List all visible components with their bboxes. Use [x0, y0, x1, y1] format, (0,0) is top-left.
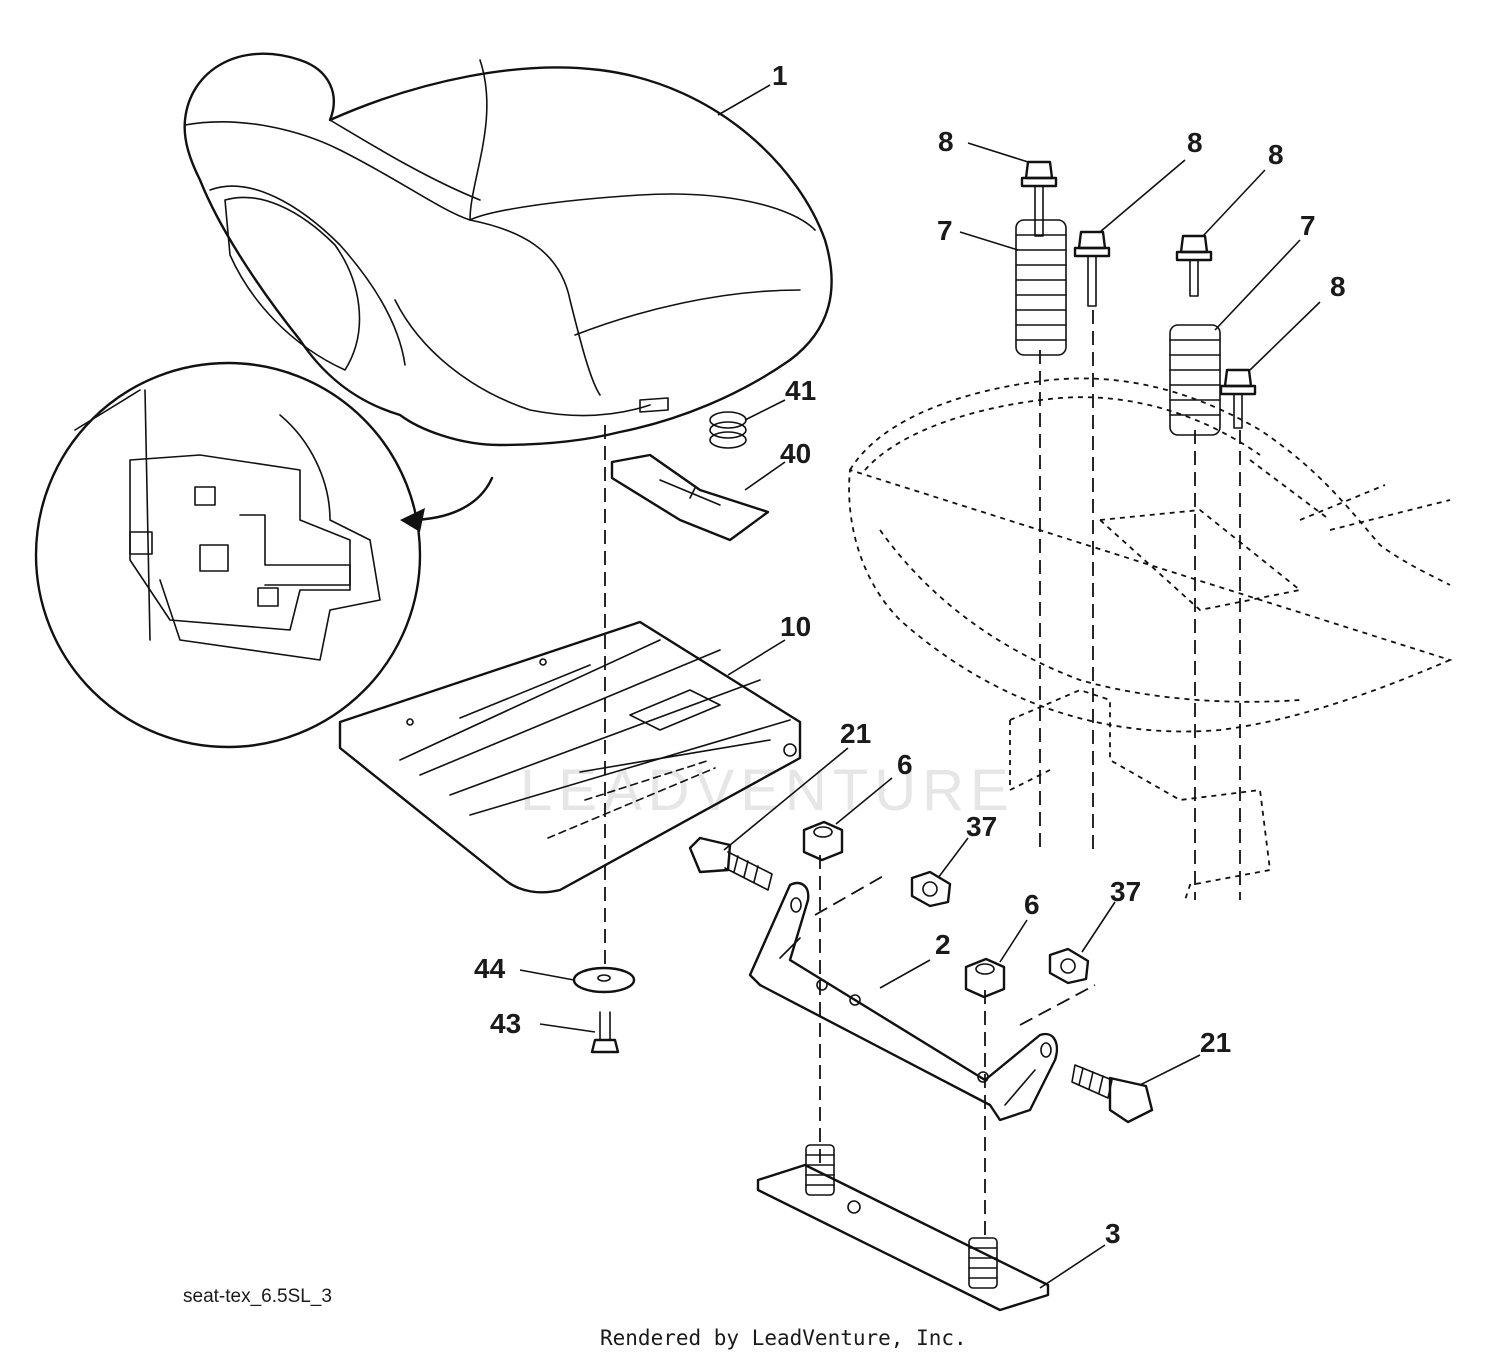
tractor-frame-outline — [848, 377, 1453, 901]
callout-43: 43 — [490, 1008, 521, 1039]
callout-1: 1 — [772, 60, 788, 91]
callout-10: 10 — [780, 611, 811, 642]
callout-2: 2 — [935, 929, 951, 960]
detail-inset — [34, 361, 422, 749]
flange-nut-6-b — [964, 957, 1006, 999]
callout-3: 3 — [1105, 1218, 1121, 1249]
callout-8-a: 8 — [938, 126, 954, 157]
callout-21-a: 21 — [840, 718, 871, 749]
bolt-8-a — [1020, 160, 1058, 237]
centerline-bolts — [814, 874, 1096, 1026]
bolt-8-d — [1219, 368, 1257, 429]
callout-8-b: 8 — [1187, 127, 1203, 158]
callout-7-b: 7 — [1300, 210, 1316, 241]
washer-44 — [572, 966, 636, 994]
hex-nut-37-b — [1048, 947, 1090, 985]
small-spring-illustration — [709, 411, 747, 449]
callout-37-a: 37 — [966, 811, 997, 842]
drawing-code: seat-tex_6.5SL_3 — [183, 1286, 332, 1307]
screw-43 — [590, 1011, 620, 1054]
callout-21-b: 21 — [1200, 1027, 1231, 1058]
plate-3 — [756, 1144, 1050, 1312]
callout-40: 40 — [780, 438, 811, 469]
spring-7-a — [1015, 219, 1067, 356]
seat-pan-illustration — [338, 620, 802, 894]
rendered-by-credit: Rendered by LeadVenture, Inc. — [600, 1326, 967, 1350]
watermark: LEADVENTURE — [520, 758, 1015, 823]
hex-nut-37-a — [910, 870, 952, 908]
leader-lines — [519, 84, 1321, 1289]
callout-41: 41 — [785, 375, 816, 406]
detail-arrow-head — [400, 508, 425, 532]
shoulder-bolt-21-b — [1071, 1064, 1154, 1124]
callout-37-b: 37 — [1110, 876, 1141, 907]
bracket-2 — [748, 881, 1059, 1122]
callout-6-b: 6 — [1024, 889, 1040, 920]
callout-8-d: 8 — [1330, 271, 1346, 302]
callout-7-a: 7 — [937, 215, 953, 246]
switch-clip-illustration — [610, 453, 770, 542]
callout-6-a: 6 — [897, 749, 913, 780]
callout-8-c: 8 — [1268, 139, 1284, 170]
seat-illustration — [183, 52, 833, 447]
bolt-8-b — [1073, 230, 1111, 307]
shoulder-bolt-21-a — [688, 836, 773, 891]
bolt-8-c — [1175, 234, 1213, 297]
flange-nut-6-a — [802, 820, 844, 862]
pan-slots — [547, 759, 716, 839]
spring-7-b — [1169, 324, 1221, 436]
callout-44: 44 — [474, 953, 506, 984]
